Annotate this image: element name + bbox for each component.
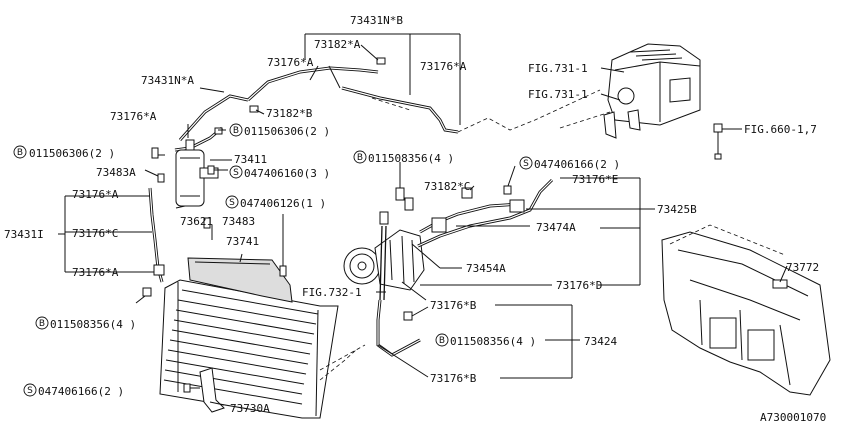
sensor-fig660 bbox=[713, 123, 723, 160]
bolt-marker-icon bbox=[229, 123, 243, 137]
bolt-comp-3 bbox=[379, 211, 389, 225]
bolt-marker-icon bbox=[353, 150, 367, 164]
label-b011506306-top: 011506306(2 ) bbox=[244, 125, 330, 138]
label-73431n-b: 73431N*B bbox=[350, 14, 403, 27]
label-73176c: 73176*C bbox=[72, 227, 118, 240]
label-73176a-lower: 73176*A bbox=[72, 266, 119, 279]
bolt-marker-icon bbox=[35, 316, 49, 330]
radiator-support bbox=[661, 231, 831, 396]
label-s047406126: 047406126(1 ) bbox=[240, 197, 326, 210]
label-73182c: 73182*C bbox=[424, 180, 470, 193]
screw-marker-letter: S bbox=[27, 386, 33, 396]
bolt-marker-icon bbox=[13, 145, 27, 159]
screw-marker-icon bbox=[519, 156, 533, 170]
bolt-comp-1 bbox=[395, 187, 405, 201]
bracket-73483 bbox=[203, 217, 211, 229]
valve-73474a bbox=[431, 217, 447, 233]
condenser bbox=[159, 279, 339, 419]
label-73176e: 73176*E bbox=[572, 173, 618, 186]
label-73176d: 73176*D bbox=[556, 279, 602, 292]
label-s047406160: 047406160(3 ) bbox=[244, 167, 330, 180]
screw-marker-letter: S bbox=[523, 159, 529, 169]
clip-73182b bbox=[249, 105, 259, 113]
label-73431n-a: 73431N*A bbox=[141, 74, 194, 87]
shroud-73741 bbox=[187, 257, 293, 303]
bracket-73483a bbox=[157, 173, 165, 183]
bolt-marker-letter: B bbox=[17, 148, 23, 158]
screw-marker-icon bbox=[225, 195, 239, 209]
label-73425b: 73425B bbox=[657, 203, 697, 216]
screw-shroud bbox=[279, 265, 287, 277]
label-73176a-left: 73176*A bbox=[110, 110, 157, 123]
bracket-73730a bbox=[199, 367, 225, 413]
label-73176b-upper: 73176*B bbox=[430, 299, 477, 312]
label-73483a: 73483A bbox=[96, 166, 136, 179]
screw-marker-icon bbox=[23, 383, 37, 397]
clip-73176a-low bbox=[153, 264, 165, 276]
block-73425b bbox=[509, 199, 525, 213]
screw-marker-letter: S bbox=[229, 198, 235, 208]
label-73411: 73411 bbox=[234, 153, 267, 166]
bolt-marker-letter: B bbox=[233, 126, 239, 136]
screw-marker-letter: S bbox=[233, 168, 239, 178]
screw-73176e bbox=[503, 185, 512, 195]
label-fig731-upper: FIG.731-1 bbox=[528, 62, 588, 75]
evaporator-unit bbox=[603, 43, 701, 139]
label-73454a: 73454A bbox=[466, 262, 506, 275]
label-fig660: FIG.660-1,7 bbox=[744, 123, 817, 136]
diagram-code: A730001070 bbox=[760, 411, 826, 424]
label-fig731-lower: FIG.731-1 bbox=[528, 88, 588, 101]
label-73176a-top: 73176*A bbox=[267, 56, 314, 69]
hose-73431n-b bbox=[246, 66, 459, 134]
bolt-73424 bbox=[403, 311, 413, 321]
screw-bracket bbox=[183, 383, 191, 393]
bolt-marker-letter: B bbox=[39, 319, 45, 329]
label-73182a: 73182*A bbox=[314, 38, 361, 51]
label-73424: 73424 bbox=[584, 335, 617, 348]
clip-73182c bbox=[461, 187, 473, 199]
label-b011508356-top: 011508356(4 ) bbox=[368, 152, 454, 165]
label-73176a-upper: 73176*A bbox=[72, 188, 119, 201]
label-73474a: 73474A bbox=[536, 221, 576, 234]
label-73182b: 73182*B bbox=[266, 107, 313, 120]
bolt-condenser bbox=[142, 287, 152, 297]
bolt-comp-2 bbox=[404, 197, 414, 211]
label-73431i: 73431I bbox=[4, 228, 44, 241]
label-73176b-lower: 73176*B bbox=[430, 372, 477, 385]
clip-73182a bbox=[376, 57, 386, 65]
bolt-marker-letter: B bbox=[357, 153, 363, 163]
label-73176a-right: 73176*A bbox=[420, 60, 467, 73]
label-73772: 73772 bbox=[786, 261, 819, 274]
clip-bolt-top bbox=[214, 127, 223, 135]
bolt-drier bbox=[151, 147, 159, 159]
label-73741: 73741 bbox=[226, 235, 259, 248]
label-b011508356-right: 011508356(4 ) bbox=[450, 335, 536, 348]
label-fig732: FIG.732-1 bbox=[302, 286, 362, 299]
label-b011506306-left: 011506306(2 ) bbox=[29, 147, 115, 160]
label-s047406166-right: 047406166(2 ) bbox=[534, 158, 620, 171]
bolt-marker-letter: B bbox=[439, 336, 445, 346]
screw-drier bbox=[207, 165, 215, 175]
compressor bbox=[343, 229, 425, 291]
label-s047406166-left: 047406166(2 ) bbox=[38, 385, 124, 398]
label-73483: 73483 bbox=[222, 215, 255, 228]
screw-marker-icon bbox=[229, 165, 243, 179]
label-73730a: 73730A bbox=[230, 402, 270, 415]
bolt-marker-icon bbox=[435, 333, 449, 347]
label-b011508356-left: 011508356(4 ) bbox=[50, 318, 136, 331]
label-73621: 73621 bbox=[180, 215, 213, 228]
